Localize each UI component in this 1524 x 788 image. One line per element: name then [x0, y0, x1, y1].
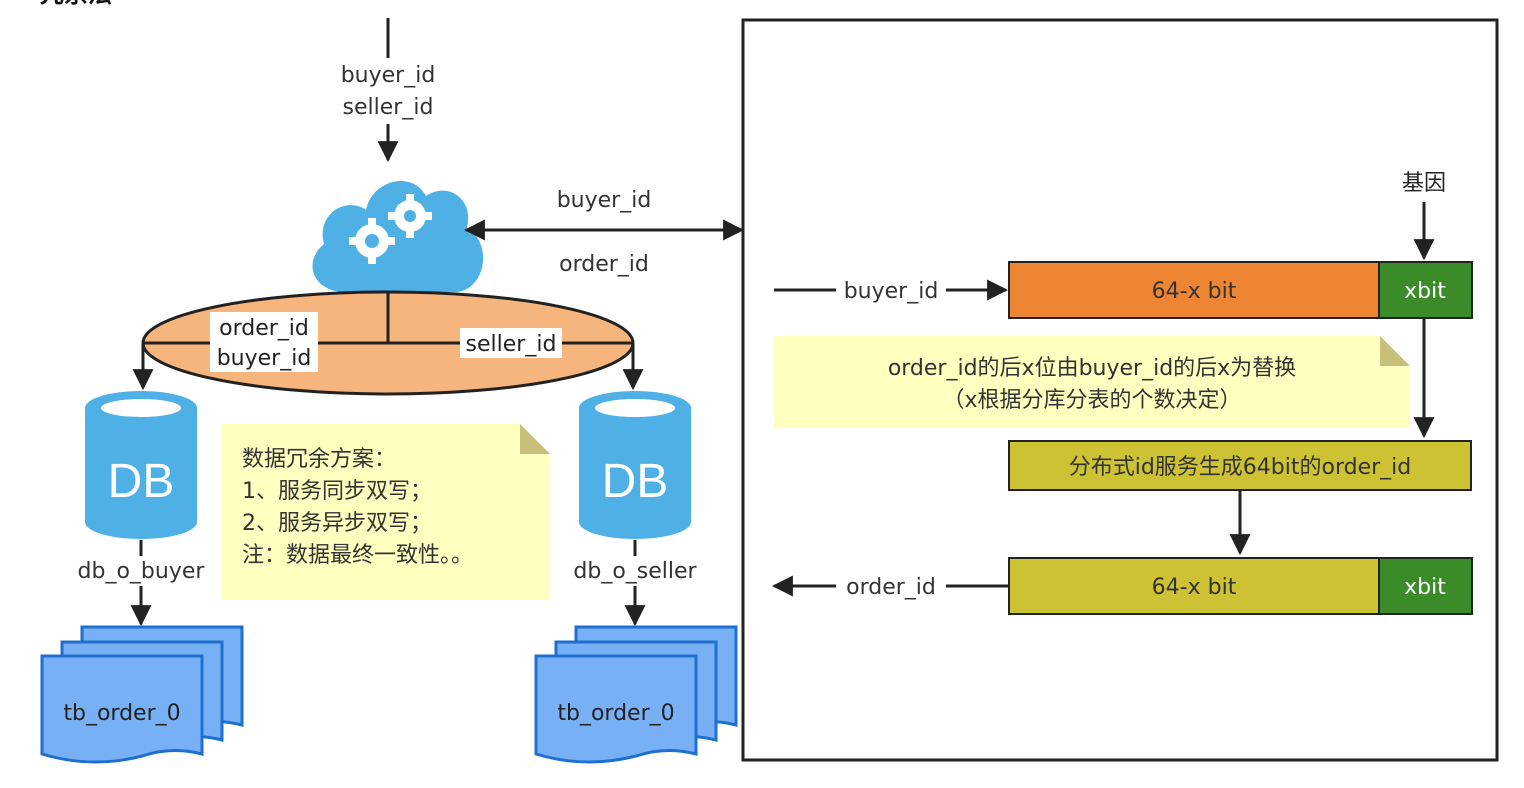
input-label-buyer-id: buyer_id	[341, 63, 436, 88]
note-gene-line-2: （x根据分库分表的个数决定）	[942, 388, 1241, 413]
db-seller-text: DB	[602, 455, 669, 508]
cloud-gear-icon	[312, 181, 484, 292]
output-order-id-label: order_id	[846, 575, 936, 600]
router-label-buyer-id: buyer_id	[217, 346, 312, 371]
note-redundancy-line-1: 数据冗余方案：	[242, 447, 396, 472]
note-redundancy	[222, 424, 550, 600]
input-label-seller-id: seller_id	[343, 95, 434, 120]
note-redundancy-line-3: 2、服务异步双写；	[242, 511, 432, 536]
input-buyer-id-label: buyer_id	[844, 279, 939, 304]
bits-bottom-main-label: 64-x bit	[1152, 575, 1237, 600]
gene-label: 基因	[1402, 171, 1446, 196]
bits-bottom-tail	[1378, 557, 1473, 615]
router-label-right-bg	[460, 328, 562, 358]
table-buyer-label: tb_order_0	[63, 701, 180, 726]
note-gene	[774, 336, 1410, 428]
doc-stack-seller-icon	[534, 625, 738, 764]
router-label-order-id: order_id	[219, 316, 309, 341]
bits-top-main	[1008, 261, 1380, 319]
note-gene-line-1: order_id的后x位由buyer_id的后x为替换	[888, 356, 1296, 381]
bits-bottom-tail-label: xbit	[1404, 575, 1446, 600]
input-buyer-id-label-bg	[836, 276, 946, 304]
doc-stack-buyer-icon	[40, 625, 244, 764]
db-seller-label: db_o_seller	[573, 559, 697, 584]
bits-top-tail-label: xbit	[1404, 279, 1446, 304]
table-seller-label: tb_order_0	[557, 701, 674, 726]
db-buyer-icon	[85, 391, 197, 539]
router-label-seller-id: seller_id	[466, 332, 557, 357]
db-buyer-label: db_o_buyer	[78, 559, 206, 584]
db-buyer-label-bg	[66, 556, 216, 586]
router-label-left-bg	[210, 312, 318, 372]
note-redundancy-line-2: 1、服务同步双写；	[242, 479, 432, 504]
bidir-label-buyer-id: buyer_id	[557, 188, 652, 213]
db-seller-icon	[579, 391, 691, 539]
page-title: 冗余法	[40, 0, 112, 8]
id-service-label: 分布式id服务生成64bit的order_id	[1069, 455, 1412, 480]
db-seller-label-bg	[562, 556, 708, 586]
bits-top-tail	[1378, 261, 1473, 319]
note-redundancy-line-4: 注：数据最终一致性。。	[242, 543, 473, 568]
output-order-id-label-bg	[836, 572, 946, 600]
id-service-box	[1008, 440, 1472, 491]
bidir-label-order-id: order_id	[559, 252, 649, 277]
db-buyer-text: DB	[108, 455, 175, 508]
bits-top-main-label: 64-x bit	[1152, 279, 1237, 304]
